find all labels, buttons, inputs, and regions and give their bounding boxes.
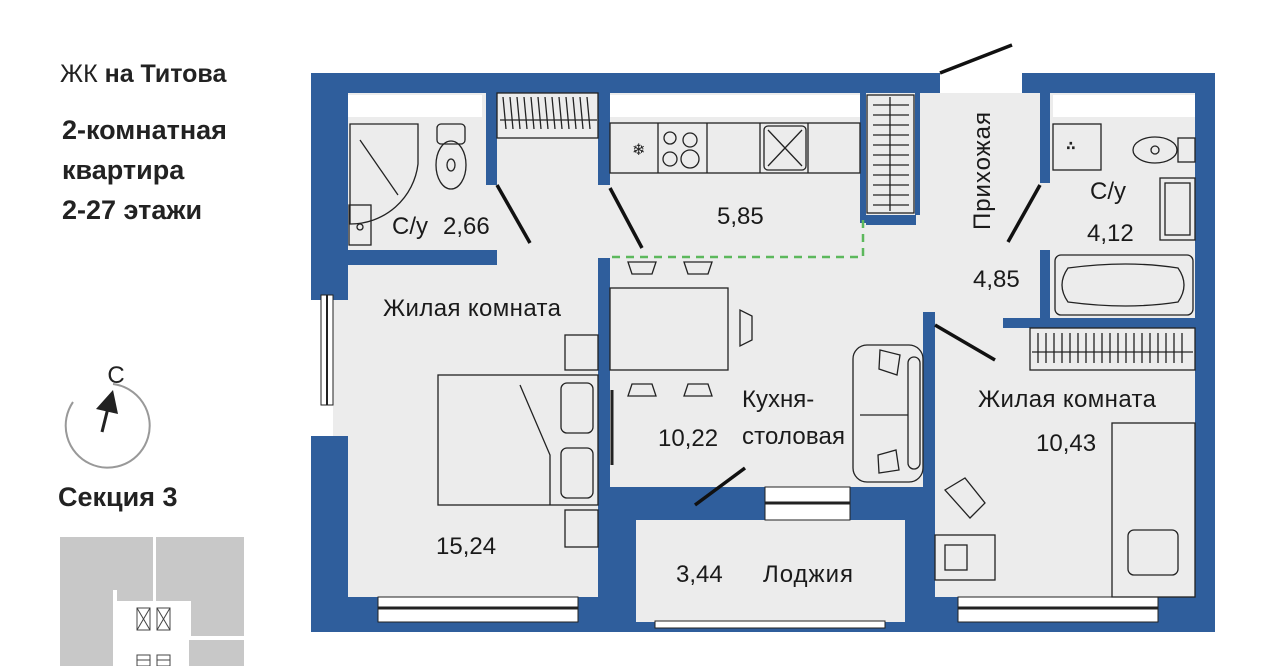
sink-icon [348,204,372,246]
stove-icon [662,131,700,169]
wardrobe2-icon [1029,327,1196,371]
bath1-area: 2,66 [443,213,490,240]
dining-area: 10,22 [658,425,718,452]
loggia-name: Лоджия [763,561,853,588]
bed2-icon [1111,422,1196,598]
toilet-icon [435,123,467,190]
washer-icon: ∴ [1052,123,1102,171]
bed-icon [437,334,599,548]
kitchen-sink-icon [763,125,807,171]
living2-name: Жилая комната [978,386,1157,413]
compass-icon: С [64,362,151,469]
apartment-info: 2-комнатная квартира 2-27 этажи [62,110,227,230]
sink2-icon [1159,177,1196,241]
dining-name-1: Кухня- [742,386,814,413]
complex-name: на Титова [104,60,227,88]
furniture: ❄ ∴ [348,92,1196,598]
bath2-area: 4,12 [1087,220,1134,247]
hall-name: Прихожая [969,112,996,230]
hall-floor [920,93,1040,328]
complex-title: ЖК на Титова [60,60,226,89]
desk-icon [934,477,996,581]
loggia-area: 3,44 [676,561,723,588]
kitchen-area: 5,85 [717,203,764,230]
shower-icon [349,123,419,225]
north-label: С [107,362,124,389]
dining-table-icon [609,261,753,397]
bath1-name: С/у [392,213,428,240]
floors: 2-27 этажи [62,195,203,225]
toilet2-icon [1132,136,1196,164]
window [654,620,886,629]
hall-area: 4,85 [973,266,1020,293]
living1-name: Жилая комната [383,295,562,322]
radiator-icon [496,92,599,139]
sofa-icon [852,344,924,483]
wardrobe-icon [866,94,915,214]
dining-name-2: столовая [742,423,845,450]
apartment-type: 2-комнатная [62,115,227,145]
living1-area: 15,24 [436,533,496,560]
room-labels: С/у 2,66 5,85 Жилая комната 15,24 10,22 … [383,112,1157,588]
complex-prefix: ЖК [60,60,98,88]
doors [495,43,1042,507]
bath2-name: С/у [1090,178,1126,205]
bath-tub-icon [1054,254,1194,316]
living2-area: 10,43 [1036,430,1096,457]
apartment-word: квартира [62,155,185,185]
kitchen-counter [609,122,861,174]
svg-text:∴: ∴ [1067,139,1075,153]
section-label: Секция 3 [58,482,178,512]
fridge-snowflake-icon: ❄ [632,142,645,159]
windows [320,95,1195,629]
section-plan [60,537,244,666]
